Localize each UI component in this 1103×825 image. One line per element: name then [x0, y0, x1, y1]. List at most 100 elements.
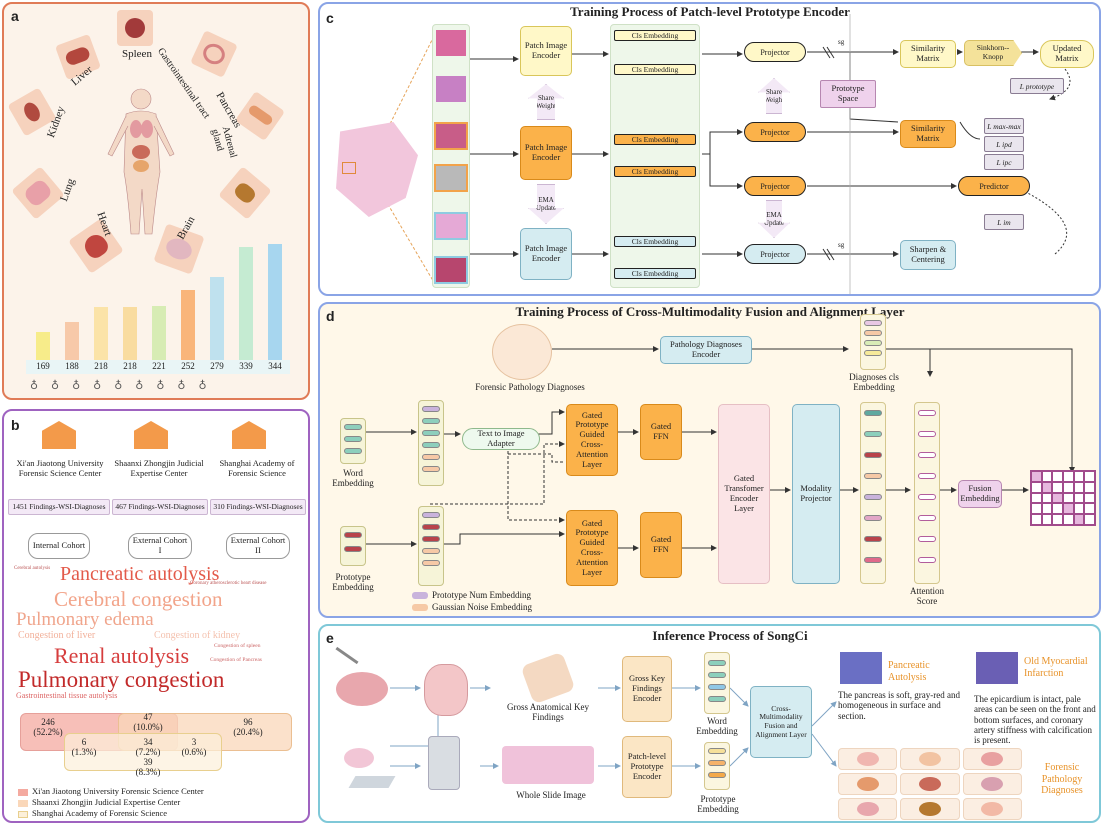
cls-embedding: Cls Embedding [614, 134, 696, 145]
legend-label-2: Shaanxi Zhongjin Judicial Expertise Cent… [32, 797, 181, 807]
count-bar [65, 322, 79, 366]
fused-token [864, 515, 882, 521]
patch-column [432, 24, 470, 288]
attention-token [918, 557, 936, 563]
fusion-cell [1063, 492, 1074, 504]
wsi-label: Whole Slide Image [516, 790, 586, 800]
attention-token [918, 452, 936, 458]
cls-embedding: Cls Embedding [614, 30, 696, 41]
patch-level-prototype-encoder: Patch-level Prototype Encoder [622, 736, 672, 798]
microscope-icon [428, 736, 460, 790]
word-token [422, 418, 440, 424]
forensic-organs-illustration [492, 324, 552, 380]
cloud-word: Pulmonary edema [16, 609, 154, 630]
projector-proto: Projector [744, 42, 806, 62]
fusion-cell [1063, 514, 1074, 525]
cloud-word: Cerebral congestion [54, 587, 223, 611]
pancreas-icon [234, 90, 286, 142]
panel-b: b Xi'an Jiaotong University Forensic Sci… [2, 409, 310, 823]
sinkhorn-knopp-arrow: Sinkhorn--Knopp [964, 40, 1022, 66]
loss-maxmax: L max-max [984, 118, 1024, 134]
word-token [422, 454, 440, 460]
cls-embedding: Cls Embedding [614, 64, 696, 75]
panel-b-label: b [11, 417, 20, 433]
institution-3-count: 310 Findings-WSI-Diagnoses [210, 499, 306, 515]
forensic-pathology-diagnoses-label: Forensic Pathology Diagnoses [1041, 762, 1083, 796]
organ-label-adrenal: Adrenal gland [209, 125, 239, 160]
fusion-matrix-grid [1030, 470, 1096, 526]
fused-token [864, 494, 882, 500]
projector-teacher: Projector [744, 244, 806, 264]
institution-1-name: Xi'an Jiaotong University Forensic Scien… [16, 458, 104, 478]
legend-swatch-3 [18, 811, 28, 818]
organ-icon [856, 777, 879, 791]
word-token [708, 684, 726, 690]
diagnosis-word-cloud: Cerebral autolysis Pancreatic autolysis … [10, 563, 306, 700]
cloud-word: Renal autolysis [54, 643, 190, 668]
stop-gradient-label: sg [838, 38, 845, 46]
panel-c-label: c [326, 10, 334, 26]
organ-diagnosis-tile [962, 798, 1022, 820]
count-bar [123, 307, 137, 366]
word-token [708, 660, 726, 666]
fusion-cell [1041, 514, 1053, 525]
patch-encoder-teacher: Patch Image Encoder [520, 228, 572, 280]
organ-diagnosis-tile [962, 748, 1022, 770]
patch-image [436, 76, 466, 102]
wsi-patch-highlight [342, 162, 356, 174]
brain-section-icon [424, 664, 468, 716]
count-bar [210, 276, 224, 366]
panel-a: a Spleen Liver Gastrointestinal tract Ki… [2, 2, 310, 400]
count-bar [268, 244, 282, 366]
panel-d-label: d [326, 308, 335, 324]
fused-token [864, 452, 882, 458]
cloud-word: Congestion of kidney [154, 630, 241, 641]
organ-icon [981, 752, 1004, 766]
forensic-pathology-diagnoses-label: Forensic Pathology Diagnoses [475, 382, 585, 392]
prototype-token [708, 748, 726, 754]
word-embedding-label: Word Embedding [696, 716, 738, 737]
diag-token [864, 350, 882, 356]
cloud-word: Congestion of liver [18, 630, 96, 641]
attention-token [918, 410, 936, 416]
count-bar-value: 221 [152, 361, 166, 371]
venn-ac: 6(1.3%) [71, 737, 97, 758]
fusion-cell [1084, 481, 1095, 493]
updated-matrix: Updated Matrix [1040, 40, 1094, 68]
prototype-embedding-stack-2 [418, 506, 444, 586]
fusion-cell [1041, 492, 1053, 504]
count-bar [36, 331, 50, 366]
word-token [422, 442, 440, 448]
institution-1-count: 1451 Findings-WSI-Diagnoses [8, 499, 110, 515]
venn-b: 96(20.4%) [233, 717, 263, 738]
count-bar [152, 305, 166, 366]
gated-cross-attention-top: Gated Prototype Guided Cross-Attention L… [566, 404, 618, 476]
prototype-space: Prototype Space [820, 80, 876, 108]
loss-ipd: L ipd [984, 136, 1024, 152]
text-to-image-adapter: Text to Image Adapter [462, 428, 540, 450]
dx1-description: The pancreas is soft, gray-red and homog… [838, 690, 960, 721]
legend-swatch-gaussian [412, 604, 428, 611]
fusion-cell [1052, 471, 1063, 482]
panel-c-title: Training Process of Patch-level Prototyp… [570, 4, 850, 19]
fusion-cell [1052, 514, 1063, 525]
organ-diagnosis-tile [838, 773, 898, 795]
spleen-icon [117, 10, 153, 46]
glass-slide-icon [348, 776, 396, 788]
prototype-token [422, 524, 440, 530]
fusion-cell [1073, 514, 1085, 525]
organ-diagnosis-tile [900, 773, 960, 795]
prototype-token [422, 560, 440, 566]
word-token [344, 436, 362, 442]
fusion-cell [1031, 481, 1042, 493]
venn-set-shafs [64, 733, 222, 771]
count-bar-value: 169 [36, 361, 50, 371]
fusion-cell [1084, 503, 1095, 515]
prototype-embedding-label: Prototype Embedding [697, 794, 739, 815]
loss-ipc: L ipc [984, 154, 1024, 170]
predictor: Predictor [958, 176, 1030, 196]
cloud-word: Cerebral autolysis [14, 566, 51, 571]
panel-d: d Training Process of Cross-Multimodalit… [318, 302, 1101, 618]
count-bar-value: 344 [268, 361, 282, 371]
organ-diagnosis-tile [838, 748, 898, 770]
